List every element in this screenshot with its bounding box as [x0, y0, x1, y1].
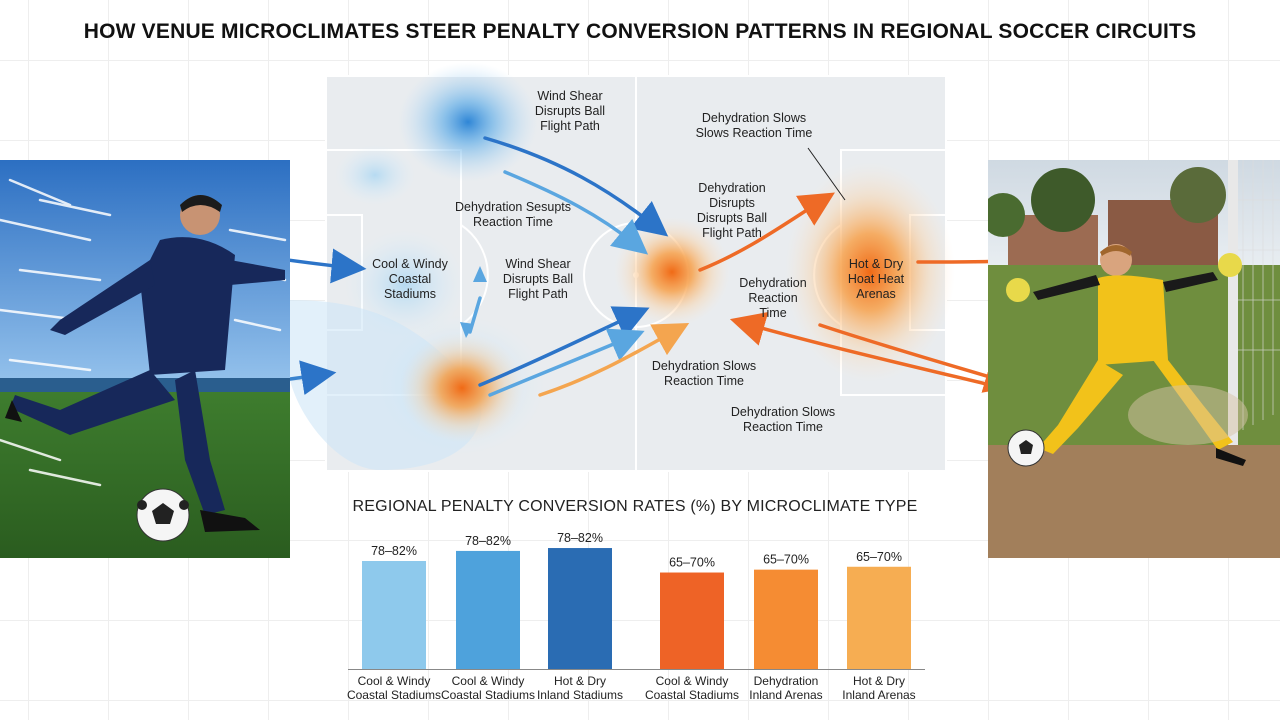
- kicker-figure: [5, 195, 285, 532]
- chart-title: REGIONAL PENALTY CONVERSION RATES (%) BY…: [352, 498, 918, 515]
- label-hot-dry-arenas: Hot & Dry Hoat Heat Arenas: [847, 257, 905, 301]
- bar-2: [456, 550, 520, 669]
- hot-heat-blob-low: [400, 333, 524, 443]
- label-cool-windy-stadiums: Cool & Windy Coastal Stadiums: [372, 257, 448, 301]
- cool-heat-blob-faint: [335, 145, 415, 205]
- cool-heat-blob-soft: [345, 230, 465, 340]
- kicker-photo: [0, 160, 290, 558]
- bar-value-label-1: 78–82%: [371, 544, 417, 558]
- bar-1: [362, 561, 426, 669]
- bar-6: [847, 566, 911, 669]
- label-dehydration-sesupts: Dehydration Sesupts Reaction Time: [454, 200, 572, 229]
- bar-4: [660, 572, 724, 669]
- label-dehydration-center: Dehydration Disrupts Disrupts Ball Fligh…: [696, 181, 768, 240]
- soccer-ball: [136, 488, 190, 542]
- label-dehydration-lower: Dehydration Slows Reaction Time: [651, 359, 757, 388]
- bar-value-label-2: 78–82%: [465, 534, 511, 548]
- flow-arrows: [246, 136, 1037, 397]
- bar-5: [754, 569, 818, 669]
- callout-leader: [807, 147, 846, 201]
- pitch-heatmap: [246, 62, 1037, 472]
- small-arrowheads: [460, 266, 487, 338]
- bar-3: [548, 548, 612, 669]
- bar-value-label-4: 65–70%: [669, 556, 715, 570]
- goalkeeper-photo: [988, 160, 1280, 558]
- bar-value-label-6: 65–70%: [856, 550, 902, 564]
- label-dehydration-bottom: Dehydration Slows Reaction Time: [730, 405, 836, 434]
- soccer-ball-keeper: [1007, 429, 1045, 467]
- cool-heat-blob: [398, 62, 538, 182]
- label-dehydration-top-right: Dehydration Slows Slows Reaction Time: [695, 111, 813, 140]
- bar-value-label-3: 78–82%: [557, 531, 603, 545]
- bar-value-label-5: 65–70%: [763, 553, 809, 567]
- page-title: HOW VENUE MICROCLIMATES STEER PENALTY CO…: [83, 20, 1197, 43]
- label-dehydration-reaction: Dehydration Reaction Time: [739, 276, 807, 320]
- label-wind-shear-top: Wind Shear Disrupts Ball Flight Path: [534, 89, 606, 133]
- label-wind-shear-mid: Wind Shear Disrupts Ball Flight Path: [502, 257, 574, 301]
